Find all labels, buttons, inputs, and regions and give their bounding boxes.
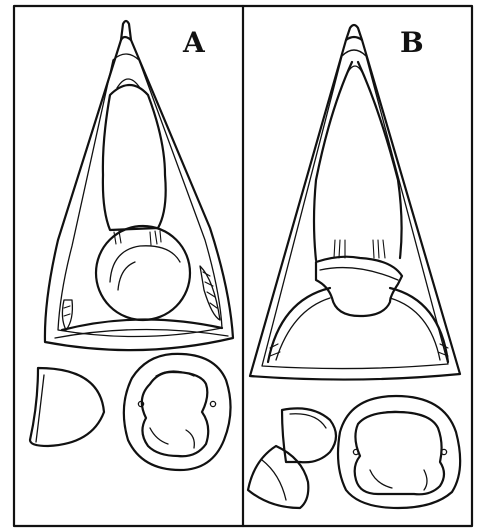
panel-b-label: B (400, 26, 424, 59)
panel-a-label: A (182, 26, 206, 59)
panel-b: B (248, 25, 460, 508)
panel-a-neck-hatching (114, 231, 161, 245)
panel-b-small-shell-inner (290, 414, 326, 428)
panel-b-lens-inner (262, 460, 286, 500)
panel-a: A (30, 21, 233, 470)
panel-a-bulb (96, 226, 190, 320)
panel-b-base-arch (268, 288, 330, 362)
panel-b-neck-hatching (334, 240, 385, 258)
panel-b-base-arch-inner-l (276, 298, 330, 360)
panel-a-outer-triangle (45, 37, 233, 350)
panel-a-right-blotch (200, 266, 220, 320)
panel-a-ring (124, 354, 231, 470)
panel-a-side-hatching (64, 272, 217, 316)
panel-b-dome-inner (320, 268, 398, 280)
panel-a-lens-shape (30, 368, 104, 446)
panel-b-corner-hatching (270, 344, 448, 356)
panel-b-dome (316, 257, 402, 316)
panel-b-inner-triangle (262, 50, 448, 369)
panel-b-base-arch-right (390, 288, 448, 362)
panel-a-bulb-arc (118, 262, 135, 290)
panel-b-cavity-right (358, 62, 402, 258)
panel-b-lens-shape (248, 446, 308, 508)
panel-b-ring (338, 396, 460, 508)
